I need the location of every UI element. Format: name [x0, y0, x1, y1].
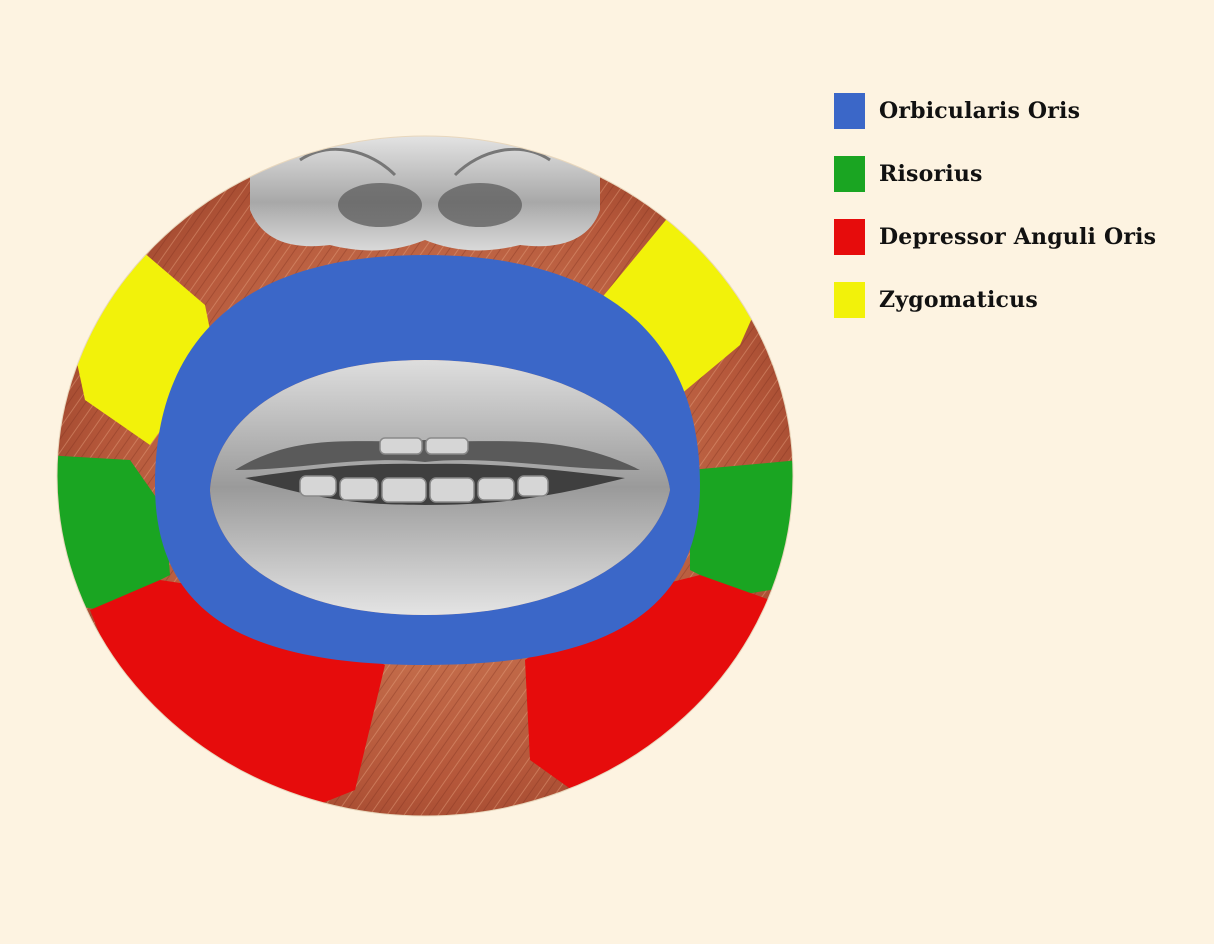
legend-label: Orbicularis Oris — [879, 98, 1080, 124]
legend: Orbicularis Oris Risorius Depressor Angu… — [834, 92, 1156, 344]
legend-label: Risorius — [879, 161, 983, 187]
green-square-swatch-icon — [834, 156, 865, 192]
legend-item-zygomaticus: Zygomaticus — [834, 281, 1156, 318]
circular-anatomy-view — [40, 120, 820, 840]
nose-illustration — [250, 130, 600, 250]
legend-item-orbicularis-oris: Orbicularis Oris — [834, 92, 1156, 129]
blue-square-swatch-icon — [834, 93, 865, 129]
legend-item-depressor-anguli-oris: Depressor Anguli Oris — [834, 218, 1156, 255]
legend-label: Zygomaticus — [879, 287, 1038, 313]
red-square-swatch-icon — [834, 219, 865, 255]
legend-label: Depressor Anguli Oris — [879, 224, 1156, 250]
legend-item-risorius: Risorius — [834, 155, 1156, 192]
risorius-right-region — [690, 460, 800, 595]
yellow-square-swatch-icon — [834, 282, 865, 318]
